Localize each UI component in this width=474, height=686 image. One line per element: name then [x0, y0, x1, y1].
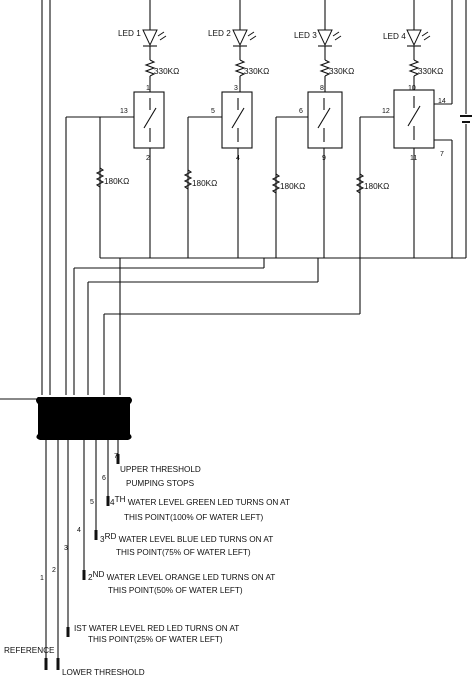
resistor-180k-label-2: 180KΩ [192, 179, 217, 188]
resistor-330k-2 [234, 59, 246, 77]
light-rays-icon [421, 31, 431, 41]
led-1-icon [142, 29, 158, 47]
unit-1 [95, 0, 167, 258]
resistor-180k-label-4: 180KΩ [364, 182, 389, 191]
resistor-180k-label-1: 180KΩ [104, 177, 129, 186]
led-4-icon [406, 29, 422, 47]
pin-label: 5 [211, 108, 215, 115]
level4-num: 4 [110, 498, 115, 507]
level4-sup: TH [115, 495, 126, 504]
unit-3 [271, 0, 343, 258]
upper-threshold-line1: UPPER THRESHOLD [120, 465, 201, 474]
level2-line2: THIS POINT(50% OF WATER LEFT) [108, 586, 243, 595]
unit-2 [183, 0, 257, 258]
light-rays-icon [157, 31, 167, 41]
resistor-330k-label-3: 330KΩ [329, 67, 354, 76]
pin-label: 11 [410, 155, 417, 162]
level3-text: WATER LEVEL BLUE LED TURNS ON AT [116, 535, 273, 544]
reference-label: REFERENCE [4, 646, 55, 655]
pin-label: 13 [120, 108, 128, 115]
pin-label: 2 [146, 155, 150, 162]
level1-line2: THIS POINT(25% OF WATER LEFT) [88, 635, 223, 644]
unit-4 [355, 0, 472, 258]
upper-threshold-line2: PUMPING STOPS [126, 479, 195, 488]
pin-label: 3 [234, 85, 238, 92]
level3-line2: THIS POINT(75% OF WATER LEFT) [116, 548, 251, 557]
level4-text: WATER LEVEL GREEN LED TURNS ON AT [125, 498, 290, 507]
light-rays-icon [332, 31, 342, 41]
resistor-330k-1 [144, 59, 156, 77]
resistor-330k-4 [408, 59, 420, 77]
pin-label: 7 [440, 151, 444, 158]
led-3-label: LED 3 [294, 31, 317, 40]
led-4-label: LED 4 [383, 32, 406, 41]
probe-number: 7 [114, 453, 118, 460]
pin-label: 14 [438, 98, 446, 105]
pin-label: 10 [408, 85, 416, 92]
probe-number: 6 [102, 475, 106, 482]
resistor-330k-label-2: 330KΩ [244, 67, 269, 76]
switch-3 [307, 91, 343, 149]
resistor-330k-label-4: 330KΩ [418, 67, 443, 76]
level4-line2: THIS POINT(100% OF WATER LEFT) [124, 513, 263, 522]
level4-line1: 4TH WATER LEVEL GREEN LED TURNS ON AT [110, 495, 290, 507]
level3-line1: 3RD WATER LEVEL BLUE LED TURNS ON AT [100, 532, 273, 544]
probe-number: 3 [64, 545, 68, 552]
resistor-180k-label-3: 180KΩ [280, 182, 305, 191]
resistor-180k-1 [95, 167, 105, 188]
probe-number: 5 [90, 499, 94, 506]
level2-num: 2 [88, 573, 93, 582]
probe-number: 4 [77, 527, 81, 534]
resistor-180k-2 [183, 169, 193, 190]
pin-label: 6 [299, 108, 303, 115]
level1-line1: IST WATER LEVEL RED LED TURNS ON AT [74, 624, 239, 633]
led-3-icon [317, 29, 333, 47]
level3-num: 3 [100, 535, 105, 544]
resistor-330k-3 [319, 59, 331, 77]
level3-sup: RD [105, 532, 117, 541]
led-2-icon [232, 29, 248, 47]
level2-line1: 2ND WATER LEVEL ORANGE LED TURNS ON AT [88, 570, 275, 582]
resistor-180k-4 [355, 173, 365, 194]
led-2-label: LED 2 [208, 29, 231, 38]
pin-label: 12 [382, 108, 390, 115]
led-1-label: LED 1 [118, 29, 141, 38]
probe-connector [36, 397, 132, 440]
resistor-330k-label-1: 330KΩ [154, 67, 179, 76]
pin-label: 8 [320, 85, 324, 92]
resistor-180k-3 [271, 173, 281, 194]
pin-label: 4 [236, 155, 240, 162]
level2-sup: ND [93, 570, 105, 579]
probe-number: 1 [40, 575, 44, 582]
pin-label: 1 [146, 85, 150, 92]
probe-number: 2 [52, 567, 56, 574]
level2-text: WATER LEVEL ORANGE LED TURNS ON AT [104, 573, 275, 582]
lower-threshold-label: LOWER THRESHOLD [62, 668, 145, 677]
light-rays-icon [247, 31, 257, 41]
pin-label: 9 [322, 155, 326, 162]
